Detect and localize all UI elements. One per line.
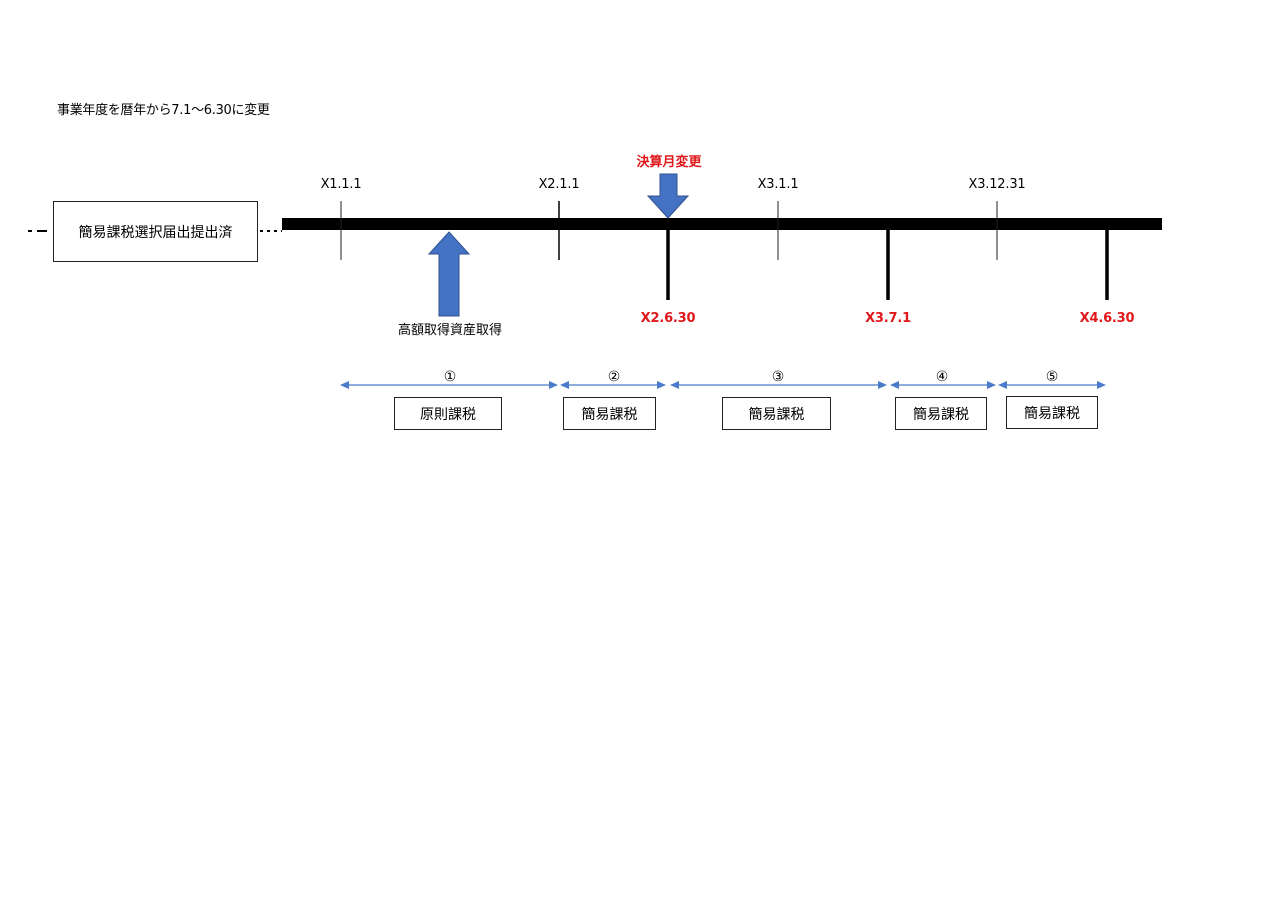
filing-status-box: 簡易課税選択届出提出済 (53, 201, 258, 262)
period-number-4: ④ (935, 369, 949, 385)
period-method-box-5: 簡易課税 (1006, 396, 1098, 429)
period-method-5: 簡易課税 (1024, 405, 1080, 422)
closing-month-change-label: 決算月変更 (636, 155, 702, 170)
fiscal-date-x4-6-30: X4.6.30 (1079, 311, 1135, 326)
period-arrow-3 (670, 381, 887, 389)
arrow-up-icon (427, 231, 471, 317)
timeline-bar (282, 218, 1162, 230)
asset-acquisition-label: 高額取得資産取得 (397, 323, 503, 338)
fiscal-date-x3-7-1: X3.7.1 (865, 311, 911, 326)
period-arrow-4 (890, 381, 996, 389)
date-label-x3-1-1: X3.1.1 (757, 177, 799, 192)
period-method-box-2: 簡易課税 (563, 397, 656, 430)
filing-status-text: 簡易課税選択届出提出済 (78, 224, 233, 241)
fiscal-date-x2-6-30: X2.6.30 (640, 311, 696, 326)
period-method-box-4: 簡易課税 (895, 397, 987, 430)
period-method-4: 簡易課税 (913, 406, 969, 423)
date-label-x3-12-31: X3.12.31 (968, 177, 1026, 192)
period-number-1: ① (443, 369, 457, 385)
period-arrows (340, 381, 1106, 389)
diagram-title: 事業年度を暦年から7.1〜6.30に変更 (57, 103, 270, 118)
period-method-2: 簡易課税 (581, 406, 638, 423)
period-arrow-1 (340, 381, 558, 389)
period-method-3: 簡易課税 (748, 406, 805, 423)
period-arrow-2 (560, 381, 666, 389)
arrow-down-icon (646, 173, 690, 219)
period-number-2: ② (607, 369, 621, 385)
period-number-3: ③ (771, 369, 785, 385)
period-number-5: ⑤ (1045, 369, 1059, 385)
date-label-x1-1-1: X1.1.1 (320, 177, 362, 192)
period-method-box-1: 原則課税 (394, 397, 502, 430)
period-method-box-3: 簡易課税 (722, 397, 831, 430)
date-label-x2-1-1: X2.1.1 (538, 177, 580, 192)
period-arrow-5 (998, 381, 1106, 389)
period-method-1: 原則課税 (420, 406, 476, 423)
